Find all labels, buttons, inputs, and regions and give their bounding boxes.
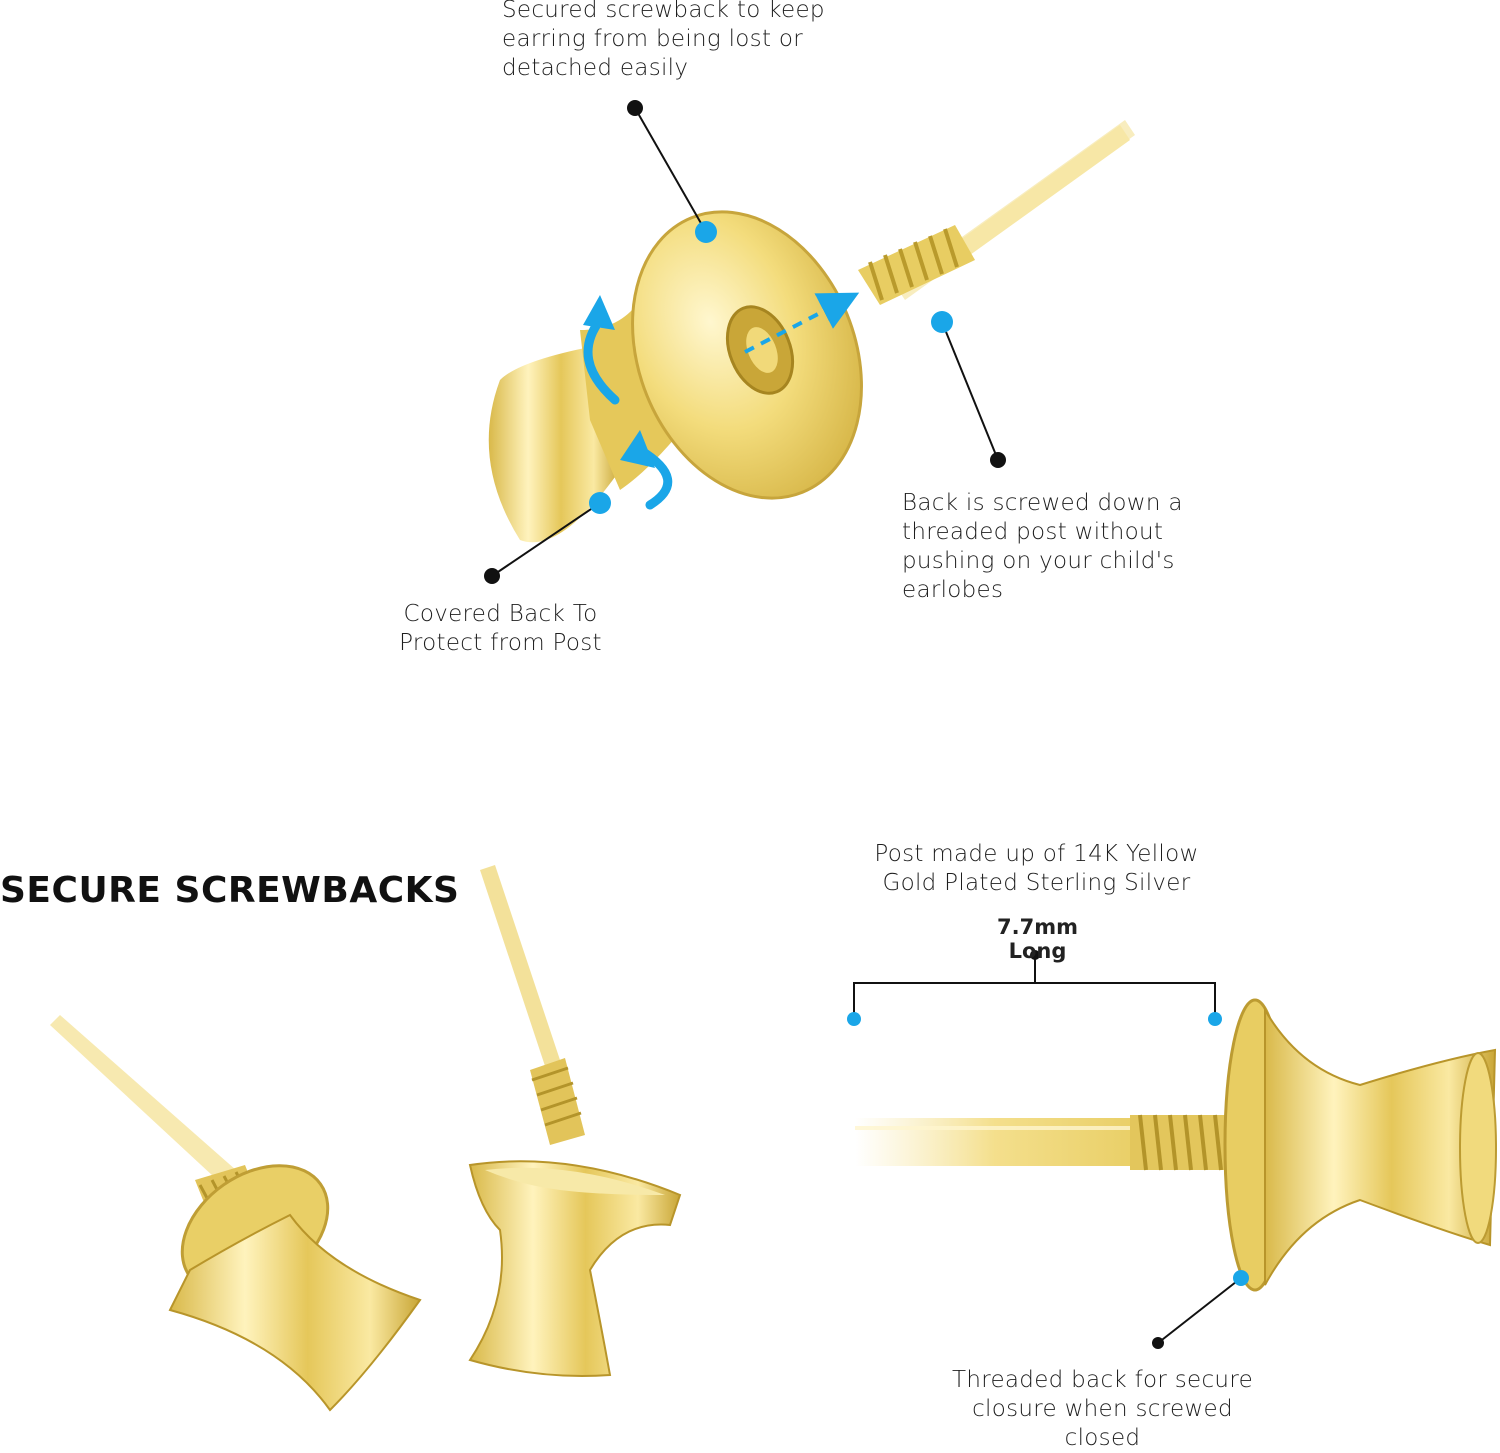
threaded-back-leader	[1157, 1277, 1242, 1344]
bottom-left-earring-separated	[468, 865, 682, 1377]
top-post-threads	[858, 225, 975, 305]
callout-marker-covered-back	[484, 568, 500, 584]
callout-threaded-back: Threaded back for secure closure when sc…	[951, 1367, 1254, 1451]
callout-marker-threaded-post	[990, 452, 1006, 468]
callout-dot-secured	[695, 221, 717, 243]
length-bracket-marker	[1030, 950, 1040, 960]
top-earring-post	[858, 120, 1135, 305]
length-measurement: 7.7mm Long	[997, 915, 1078, 963]
callout-dot-threaded-back	[1233, 1270, 1249, 1286]
callout-secured-screwback: Secured screwback to keep earring from b…	[502, 0, 825, 81]
callout-marker-threaded-back	[1152, 1337, 1164, 1349]
insertion-direction-arrow	[744, 292, 860, 354]
length-bracket	[853, 955, 1216, 1018]
callout-post-material: Post made up of 14K Yellow Gold Plated S…	[874, 841, 1199, 896]
section-heading: SECURE SCREWBACKS	[0, 870, 460, 911]
length-bracket-dot-right	[1208, 1012, 1222, 1026]
rotate-down-arrowhead	[620, 430, 655, 468]
callout-dot-covered-back	[589, 492, 611, 514]
callout-marker-secured	[627, 100, 643, 116]
callout-threaded-post: Back is screwed down a threaded post wit…	[902, 490, 1183, 603]
top-callout-leaders	[491, 107, 999, 577]
rotate-up-arrowhead	[583, 295, 615, 330]
bottom-right-earring	[855, 998, 1497, 1292]
bottom-left-earring-assembled	[50, 1015, 422, 1412]
callout-covered-back: Covered Back To Protect from Post	[399, 601, 602, 656]
callout-dot-threaded-post	[931, 311, 953, 333]
length-bracket-dot-left	[847, 1012, 861, 1026]
